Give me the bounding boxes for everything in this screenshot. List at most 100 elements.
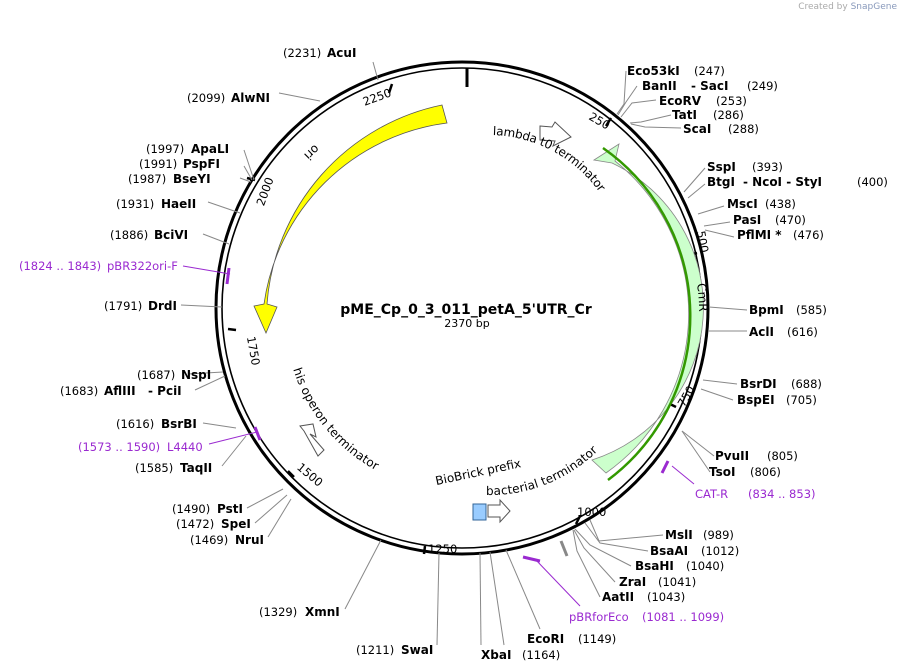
enzyme-SwaI[interactable]: (1211)SwaI xyxy=(356,643,433,657)
svg-text:ScaI: ScaI xyxy=(683,122,711,136)
enzyme-AcuI[interactable]: (2231)AcuI xyxy=(283,46,356,60)
svg-text:BanII: BanII xyxy=(642,79,677,93)
enzyme-PvuII[interactable]: PvuII(805) xyxy=(715,449,798,463)
svg-text:TaqII: TaqII xyxy=(180,461,212,475)
svg-text:(1012): (1012) xyxy=(701,544,739,558)
enzyme-MslI[interactable]: MslI (989) xyxy=(665,528,734,542)
svg-text:- PciI: - PciI xyxy=(148,384,182,398)
enzyme-BsaAI[interactable]: BsaAI (1012) xyxy=(650,544,739,558)
enzyme-XbaI[interactable]: XbaI(1164) xyxy=(481,648,560,662)
svg-text:(834 .. 853): (834 .. 853) xyxy=(748,487,816,501)
enzyme-Eco53kI[interactable]: Eco53kI(247) xyxy=(627,64,725,78)
svg-text:(1041): (1041) xyxy=(658,575,696,589)
enzyme-AclI[interactable]: AclI(616) xyxy=(749,325,818,339)
svg-text:PstI: PstI xyxy=(217,502,243,516)
enzyme-BsaHI[interactable]: BsaHI(1040) xyxy=(635,559,724,573)
his-operon-terminator-arrow[interactable] xyxy=(299,423,325,457)
svg-text:ZraI: ZraI xyxy=(619,575,646,589)
enzyme-AflIII-PciI[interactable]: (1683)AflIII- PciI xyxy=(60,384,182,398)
enzyme-BsrDI[interactable]: BsrDI(688) xyxy=(740,377,822,391)
cmr-label: CmR xyxy=(694,282,710,311)
svg-text:(806): (806) xyxy=(750,465,781,479)
enzyme-BsrBI[interactable]: (1616)BsrBI xyxy=(116,417,197,431)
enzyme-MscI[interactable]: MscI(438) xyxy=(727,197,796,211)
svg-text:(1472): (1472) xyxy=(176,517,214,531)
svg-text:(989): (989) xyxy=(703,528,734,542)
svg-text:(1791): (1791) xyxy=(104,299,142,313)
enzyme-NspI[interactable]: (1687)NspI xyxy=(137,368,211,382)
enzyme-ScaI[interactable]: ScaI(288) xyxy=(683,122,759,136)
tick-250: 250 xyxy=(586,109,612,132)
svg-text:TatI: TatI xyxy=(672,108,697,122)
enzyme-EcoRV[interactable]: EcoRV(253) xyxy=(659,94,747,108)
svg-text:MslI: MslI xyxy=(665,528,693,542)
svg-text:(1490): (1490) xyxy=(172,502,210,516)
svg-text:PasI: PasI xyxy=(733,213,761,227)
primer-L4440[interactable]: (1573 .. 1590)L4440 xyxy=(78,440,203,454)
svg-text:(1149): (1149) xyxy=(578,632,616,646)
enzyme-PstI[interactable]: (1490) PstI xyxy=(172,502,243,516)
lambda-t0-terminator-arrow[interactable] xyxy=(539,121,572,148)
svg-text:(476): (476) xyxy=(793,228,824,242)
svg-text:- SacI: - SacI xyxy=(691,79,728,93)
enzyme-NruI[interactable]: (1469)NruI xyxy=(190,533,264,547)
svg-text:(1991): (1991) xyxy=(139,157,177,171)
enzyme-PspFI[interactable]: (1991)PspFI xyxy=(139,157,220,171)
enzyme-BspEI[interactable]: BspEI(705) xyxy=(737,393,817,407)
enzyme-AlwNI[interactable]: (2099)AlwNI xyxy=(187,91,270,105)
enzyme-leader-lines xyxy=(180,61,748,646)
primer-pBRforEco[interactable]: pBRforEco (1081 .. 1099) xyxy=(569,610,724,624)
enzyme-BciVI[interactable]: (1886)BciVI xyxy=(110,228,188,242)
enzyme-SpeI[interactable]: (1472)SpeI xyxy=(176,517,251,531)
svg-text:AatII: AatII xyxy=(602,590,634,604)
his-operon-terminator-label: his operon terminator xyxy=(290,366,381,473)
ori-label: ori xyxy=(301,142,322,163)
enzyme-PasI[interactable]: PasI(470) xyxy=(733,213,806,227)
enzyme-BanII-SacI[interactable]: BanII - SacI (249) xyxy=(642,79,778,93)
enzyme-EcoRI[interactable]: EcoRI(1149) xyxy=(527,632,616,646)
enzyme-TaqII[interactable]: (1585)TaqII xyxy=(135,461,212,475)
tick-1250: 1250 xyxy=(428,542,457,556)
tick-1000: 1000 xyxy=(577,505,606,519)
backbone-outer xyxy=(214,60,710,556)
enzyme-ZraI[interactable]: ZraI (1041) xyxy=(619,575,696,589)
tick-1750: 1750 xyxy=(244,335,263,366)
enzyme-DrdI[interactable]: (1791)DrdI xyxy=(104,299,177,313)
svg-text:(1573 .. 1590): (1573 .. 1590) xyxy=(78,440,160,454)
svg-text:pBRforEco: pBRforEco xyxy=(569,610,629,624)
svg-text:(1211): (1211) xyxy=(356,643,394,657)
primer-marks xyxy=(225,267,670,563)
enzyme-ApaLI[interactable]: (1997)ApaLI xyxy=(146,142,229,156)
primer-pBR322ori-F[interactable]: (1824 .. 1843)pBR322ori-F xyxy=(19,259,178,273)
biobrick-prefix-box[interactable] xyxy=(472,503,487,521)
enzyme-BtgI-NcoI-StyI[interactable]: BtgI- NcoI - StyI(400) xyxy=(707,175,888,189)
svg-text:(805): (805) xyxy=(767,449,798,463)
enzyme-PflMI[interactable]: PflMI *(476) xyxy=(737,228,824,242)
bacterial-terminator-arrow[interactable] xyxy=(487,498,511,524)
svg-text:(1987): (1987) xyxy=(128,172,166,186)
enzyme-TatI[interactable]: TatI(286) xyxy=(672,108,744,122)
tick-marks xyxy=(227,83,698,555)
enzyme-XmnI[interactable]: (1329)XmnI xyxy=(259,605,340,619)
svg-text:SspI: SspI xyxy=(707,160,736,174)
enzyme-AatII[interactable]: AatII(1043) xyxy=(602,590,685,604)
enzyme-BseYI[interactable]: (1987) BseYI xyxy=(128,172,211,186)
enzyme-TsoI[interactable]: TsoI(806) xyxy=(709,465,781,479)
svg-text:BseYI: BseYI xyxy=(173,172,211,186)
svg-text:(247): (247) xyxy=(694,64,725,78)
svg-text:(688): (688) xyxy=(791,377,822,391)
enzymes-left: (2231)AcuI (2099)AlwNI (1997)ApaLI (1991… xyxy=(60,46,433,657)
primers: (1824 .. 1843)pBR322ori-F (1573 .. 1590)… xyxy=(19,259,816,624)
tick-500: 500 xyxy=(694,230,712,254)
cmr-arrow[interactable] xyxy=(591,143,704,474)
enzyme-HaeII[interactable]: (1931)HaeII xyxy=(116,197,196,211)
primer-CAT-R[interactable]: CAT-R(834 .. 853) xyxy=(695,487,816,501)
enzyme-BpmI[interactable]: BpmI(585) xyxy=(749,303,827,317)
enzyme-SspI[interactable]: SspI(393) xyxy=(707,160,783,174)
svg-text:BsaAI: BsaAI xyxy=(650,544,688,558)
svg-text:(585): (585) xyxy=(796,303,827,317)
svg-text:(1081 .. 1099): (1081 .. 1099) xyxy=(642,610,724,624)
site-marks xyxy=(559,540,569,557)
ori-arrow[interactable] xyxy=(253,104,448,335)
svg-text:(249): (249) xyxy=(747,79,778,93)
